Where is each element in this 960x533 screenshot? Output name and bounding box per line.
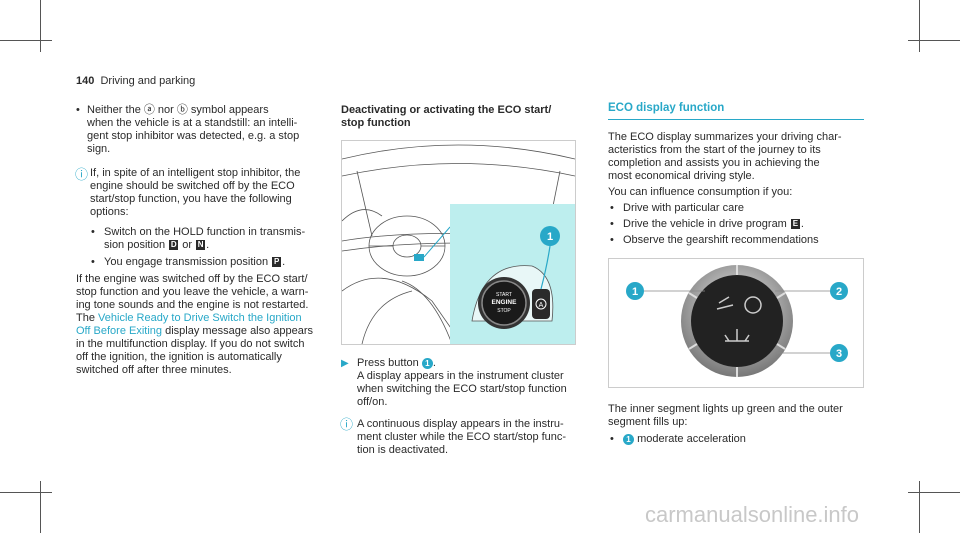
bullet-marker: • (91, 256, 95, 268)
callout-number: 1 (547, 231, 553, 243)
eco-button (532, 289, 550, 319)
step-line: when switching the ECO start/stop functi… (357, 383, 567, 395)
step-line: Press button 1. (357, 357, 436, 369)
para-line: If the engine was switched off by the EC… (76, 273, 308, 285)
step-line: off/on. (357, 396, 388, 408)
message-link[interactable]: Off Before Exiting (76, 325, 163, 337)
bullet-line: Observe the gearshift recommendations (623, 234, 819, 246)
crop-mark (40, 0, 41, 52)
interior-illustration: START ENGINE STOP A 1 (342, 144, 575, 344)
bullet-marker: • (76, 104, 80, 116)
note-line: engine should be switched off by the ECO (90, 180, 295, 192)
section-heading: Deactivating or activating the ECO start… (341, 104, 552, 116)
gear-p-key: P (272, 257, 282, 268)
callout-2 (830, 282, 848, 300)
bullet-marker: • (610, 234, 614, 246)
crop-mark (0, 492, 52, 493)
page-header: 140 Driving and parking (76, 75, 195, 88)
intro-line: most economical driving style. (608, 170, 755, 182)
para-line: off the ignition, the ignition is automa… (76, 351, 282, 363)
intro-line: acteristics from the start of the journe… (608, 144, 821, 156)
section-title: Driving and parking (100, 75, 196, 87)
crop-mark (908, 40, 960, 41)
body-line: segment fills up: (608, 416, 688, 428)
callout-number: 3 (836, 348, 842, 360)
crop-mark (0, 40, 52, 41)
eco-display-figure: 1 2 3 (608, 258, 864, 388)
callout-1 (626, 282, 644, 300)
para-line: in the multifunction display. If you do … (76, 338, 305, 350)
note-line: options: (90, 206, 129, 218)
bullet-line: when the vehicle is at a standstill: an … (87, 117, 298, 129)
callout-number: 1 (632, 286, 638, 298)
crop-mark (919, 481, 920, 533)
step-line: A display appears in the instrument clus… (357, 370, 564, 382)
note-line: ment cluster while the ECO start/stop fu… (357, 431, 567, 443)
crop-mark (908, 492, 960, 493)
note-line: If, in spite of an intelligent stop inhi… (90, 167, 301, 179)
watermark: carmanualsonline.info (645, 502, 860, 527)
intro-line: The ECO display summarizes your driving … (608, 131, 842, 143)
crop-mark (919, 0, 920, 52)
button-label: STOP (497, 308, 511, 314)
gauge-face (691, 275, 783, 367)
eco-display-illustration: 1 2 3 (626, 265, 848, 377)
note-line: A continuous display appears in the inst… (357, 418, 564, 430)
bullet-marker: • (610, 202, 614, 214)
note-line: start/stop function, you have the follow… (90, 193, 292, 205)
message-link[interactable]: Vehicle Ready to Drive Switch the Igniti… (98, 312, 302, 324)
button-label: START (496, 292, 512, 298)
bullet-marker: • (91, 226, 95, 238)
acceleration-icon (716, 296, 734, 310)
para-line: ing tone sounds and the engine is not re… (76, 299, 309, 311)
button-highlight (414, 254, 424, 261)
body-line: The inner segment lights up green and th… (608, 403, 843, 415)
crop-mark (40, 481, 41, 533)
bullet-line: Drive the vehicle in drive program E. (623, 218, 804, 230)
para-line: stop function and you leave the vehicle,… (76, 286, 309, 298)
info-icon: ⓘ (75, 167, 89, 182)
para-line: Off Before Exiting display message also … (76, 325, 314, 337)
bullet-line: sign. (87, 143, 111, 155)
callout-ref: 1 (623, 433, 634, 445)
heading-rule (608, 119, 864, 120)
bullet-line: Neither the ⓐ nor ⓑ symbol appears (87, 104, 269, 116)
para-line: switched off after three minutes. (76, 364, 232, 376)
callout-1 (540, 226, 560, 246)
bullet-line: Drive with particular care (623, 202, 745, 214)
bullet-marker: • (610, 433, 614, 445)
info-icon: ⓘ (340, 417, 354, 432)
page-number: 140 (76, 75, 95, 87)
callout-3 (830, 344, 848, 362)
gear-n-key: N (196, 240, 206, 251)
note-line: tion is deactivated. (357, 444, 449, 456)
sub-bullet-line: sion position D or N. (104, 239, 210, 251)
callout-number: 2 (836, 286, 842, 298)
section-heading: ECO display function (608, 102, 725, 114)
intro-line: completion and assists you in achieving … (608, 157, 820, 169)
eco-button-figure: START ENGINE STOP A 1 (341, 140, 576, 345)
coasting-icon (724, 329, 750, 342)
button-label: ENGINE (492, 299, 518, 306)
gear-d-key: D (169, 240, 179, 251)
intro-line: You can influence consumption if you: (608, 186, 793, 198)
steady-speed-icon (744, 296, 762, 314)
section-heading: stop function (341, 117, 411, 129)
sub-bullet-line: Switch on the HOLD function in transmis- (104, 226, 306, 238)
callout-ref: 1 (421, 357, 433, 369)
step-arrow-icon: ▶ (341, 358, 349, 369)
drive-program-e-key: E (790, 219, 800, 230)
bullet-marker: • (610, 218, 614, 230)
bullet-line: gent stop inhibitor was detected, e.g. a… (87, 130, 300, 142)
para-line: The Vehicle Ready to Drive Switch the Ig… (76, 312, 302, 324)
sub-bullet-line: You engage transmission position P. (104, 256, 286, 268)
bullet-line: 1 moderate acceleration (623, 433, 746, 446)
eco-letter: A (539, 302, 544, 309)
